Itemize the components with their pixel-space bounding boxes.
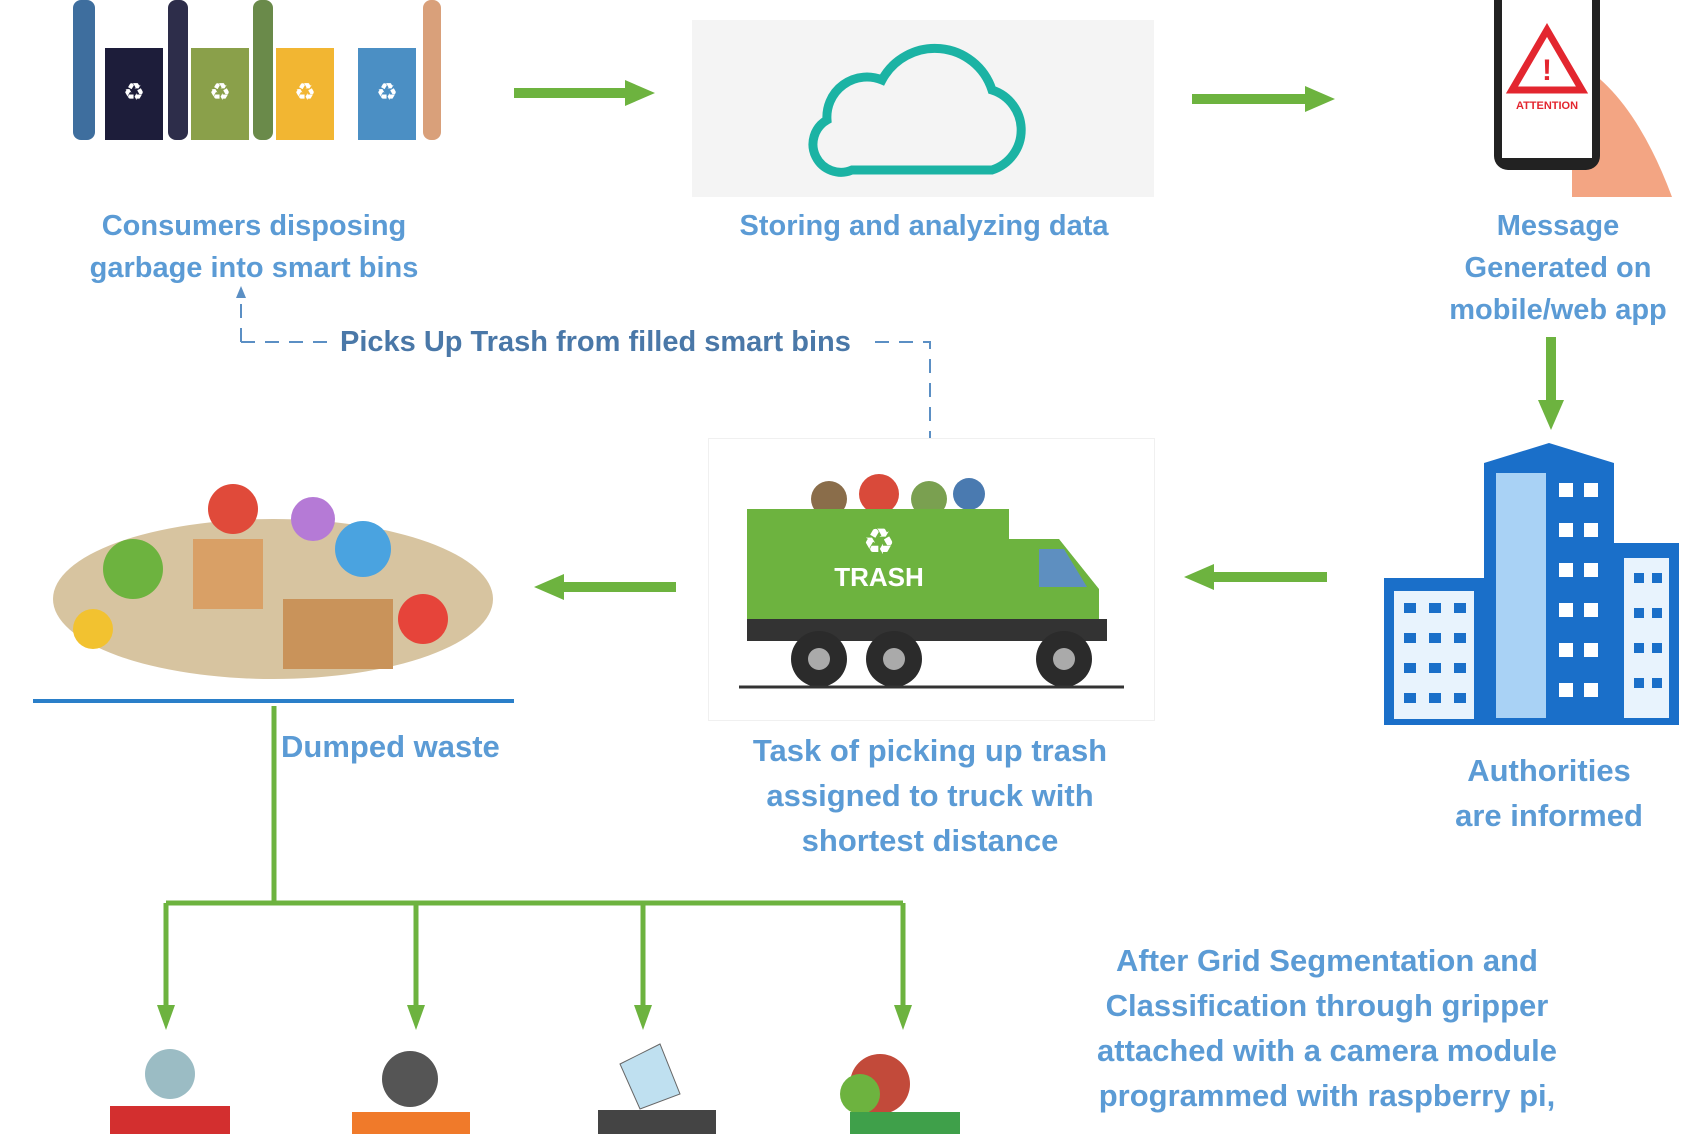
arrow-left-icon <box>1184 564 1327 590</box>
arrow-down-icon <box>634 1005 652 1030</box>
truck-label: Task of picking up trash assigned to tru… <box>730 728 1130 863</box>
label-line: Message <box>1496 210 1620 242</box>
phone-alert-illustration: ! ATTENTION <box>1422 0 1690 197</box>
label-line: programmed with raspberry pi, <box>1098 1078 1556 1113</box>
recycle-bins-icon: ♻ ♻ ♻ ♻ <box>73 0 441 140</box>
arrow-right-icon <box>514 80 655 106</box>
sorting-tree <box>163 706 906 1010</box>
bin-red <box>110 1049 230 1134</box>
classification-label: After Grid Segmentation and Classificati… <box>1077 938 1577 1118</box>
arrow-down-icon <box>894 1005 912 1030</box>
cloud-storage-illustration <box>692 20 1154 197</box>
label-line: Storing and analyzing data <box>739 210 1109 242</box>
arrow-up-icon <box>236 286 246 298</box>
label-line: Classification through gripper <box>1105 988 1549 1023</box>
label-line: Dumped waste <box>281 729 500 764</box>
arrow-right-icon <box>1192 86 1335 112</box>
label-line: garbage into smart bins <box>89 252 419 284</box>
feedback-loop-label: Picks Up Trash from filled smart bins <box>340 326 851 358</box>
label-line: mobile/web app <box>1449 294 1667 326</box>
svg-text:♻: ♻ <box>209 79 231 106</box>
building-icon <box>1384 443 1679 725</box>
arrow-down-icon <box>407 1005 425 1030</box>
label-line: After Grid Segmentation and <box>1116 943 1538 978</box>
arrow-left-icon <box>534 574 676 600</box>
phone-attention-text: ATTENTION <box>1515 100 1579 112</box>
label-line: Authorities <box>1467 753 1631 788</box>
bin-green <box>840 1054 960 1134</box>
label-line: shortest distance <box>801 823 1059 858</box>
bin-orange <box>352 1051 470 1134</box>
arrow-down-icon <box>157 1005 175 1030</box>
phone-icon: ! <box>1494 0 1672 197</box>
recycle-icon: ♻ <box>863 521 895 562</box>
dumped-waste-illustration <box>33 449 514 697</box>
label-line: Consumers disposing <box>101 210 407 242</box>
label-line: attached with a camera module <box>1097 1033 1557 1068</box>
label-line: Task of picking up trash <box>752 733 1108 768</box>
label-line: assigned to truck with <box>766 778 1094 813</box>
cloud-icon <box>808 43 1026 177</box>
message-label: Message Generated on mobile/web app <box>1408 205 1707 331</box>
svg-text:♻: ♻ <box>294 79 316 106</box>
dumped-waste-label: Dumped waste <box>281 726 500 768</box>
truck-text: TRASH <box>834 562 924 592</box>
authorities-label: Authorities are informed <box>1399 748 1699 838</box>
warning-icon <box>1505 23 1589 94</box>
storage-label: Storing and analyzing data <box>724 205 1124 247</box>
sorted-bins <box>110 1043 960 1134</box>
garbage-truck-illustration: ♻ TRASH <box>708 438 1155 721</box>
label-line: are informed <box>1455 798 1643 833</box>
garbage-pile-icon <box>53 484 493 679</box>
authorities-building-illustration <box>1384 443 1684 725</box>
truck-icon: ♻ <box>739 474 1124 689</box>
feedback-loop-dashed <box>240 296 931 438</box>
label-line: Generated on <box>1464 252 1652 284</box>
svg-text:♻: ♻ <box>376 79 398 106</box>
consumers-label: Consumers disposing garbage into smart b… <box>54 205 454 289</box>
arrow-down-icon <box>1538 337 1564 430</box>
bin-grey <box>598 1043 716 1134</box>
svg-text:♻: ♻ <box>123 79 145 106</box>
svg-text:!: ! <box>1542 54 1552 87</box>
consumers-bins-illustration: ♻ ♻ ♻ ♻ <box>33 0 473 197</box>
